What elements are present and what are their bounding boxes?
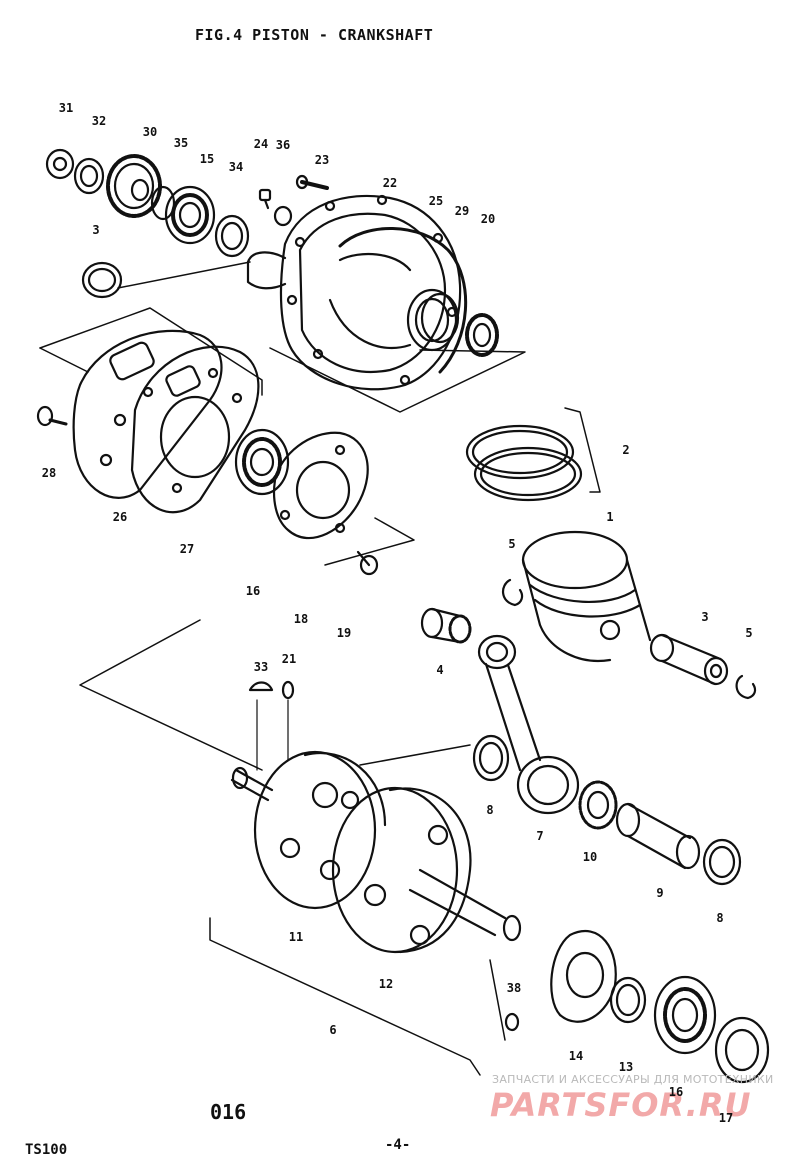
part-callout: 35: [173, 136, 189, 150]
part-callout: 28: [41, 466, 57, 480]
gasket-26: [72, 329, 223, 499]
washer-8-right: [702, 838, 742, 886]
gear-30: [106, 154, 162, 218]
part-callout: 16: [668, 1085, 684, 1099]
part-callout: 34: [228, 160, 244, 174]
bearing-15: [164, 185, 216, 245]
bearing-16-mid: [234, 428, 290, 496]
part-callout: 38: [506, 981, 522, 995]
crankcase-22: [246, 194, 462, 391]
bolt-24: [258, 188, 272, 210]
part-callout: 5: [508, 537, 516, 551]
part-callout: 24: [253, 137, 269, 151]
part-callout: 30: [142, 125, 158, 139]
part-callout: 23: [314, 153, 330, 167]
part-callout: 19: [336, 626, 352, 640]
part-callout: 3: [92, 223, 100, 237]
watermark-subtitle: ЗАПЧАСТИ И АКСЕССУАРЫ ДЛЯ МОТОТЕХНИКИ: [492, 1073, 774, 1086]
part-callout: 5: [745, 626, 753, 640]
part-callout: 12: [378, 977, 394, 991]
part-callout: 31: [58, 101, 74, 115]
part-callout: 14: [568, 1049, 584, 1063]
part-callout: 22: [382, 176, 398, 190]
part-callout: 7: [536, 829, 544, 843]
screw-19: [356, 550, 379, 576]
part-callout: 15: [199, 152, 215, 166]
part-callout: 16: [245, 584, 261, 598]
part-callout: 4: [436, 663, 444, 677]
gear-20: [465, 313, 499, 357]
figure-title: FIG.4 PISTON - CRANKSHAFT: [195, 26, 434, 44]
part-callout: 1: [606, 510, 614, 524]
part-callout: 11: [288, 930, 304, 944]
key-38: [504, 1012, 520, 1032]
part-callout: 26: [112, 510, 128, 524]
part-callout: 2: [622, 443, 630, 457]
part-callout: 10: [582, 850, 598, 864]
part-callout: 13: [618, 1060, 634, 1074]
clip-5-left: [502, 578, 524, 607]
diagram-code: 016: [210, 1100, 247, 1124]
washer-13: [609, 976, 647, 1024]
part-callout: 32: [91, 114, 107, 128]
o-ring-25: [338, 227, 468, 374]
part-callout: 20: [480, 212, 496, 226]
part-callout: 25: [428, 194, 444, 208]
piston-rings-2: [465, 407, 601, 502]
part-callout: 21: [281, 652, 297, 666]
crank-pin-9: [615, 802, 701, 870]
seal-29: [420, 292, 460, 344]
part-callout: 36: [275, 138, 291, 152]
seal-17: [714, 1016, 770, 1084]
nut-31: [45, 148, 75, 180]
washer-36: [273, 205, 293, 227]
bearing-16-lower: [653, 975, 717, 1055]
piston-1: [521, 530, 652, 663]
key-33: [248, 681, 274, 692]
page-number: -4-: [385, 1137, 411, 1153]
plate-27: [130, 345, 260, 514]
part-callout: 27: [179, 542, 195, 556]
part-callout: 8: [486, 803, 494, 817]
plate-14: [550, 929, 617, 1023]
crank-half-12: [331, 786, 522, 954]
washer-8-left: [472, 734, 510, 782]
connecting-rod-7: [477, 634, 580, 815]
screw-23: [295, 174, 329, 190]
needle-bearing-4: [420, 607, 472, 644]
washer-3-upper: [81, 261, 123, 299]
clip-5-right: [735, 674, 757, 700]
needle-bearing-10: [578, 780, 618, 830]
retainer-18: [272, 431, 369, 540]
part-callout: 29: [454, 204, 470, 218]
spacer-35: [150, 185, 176, 221]
plug-28: [36, 405, 68, 427]
part-callout: 18: [293, 612, 309, 626]
key-21: [281, 680, 295, 700]
part-callout: 33: [253, 660, 269, 674]
model-name: TS100: [25, 1142, 68, 1158]
crank-half-11: [230, 750, 387, 910]
washer-32: [73, 157, 105, 195]
part-callout: 6: [329, 1023, 337, 1037]
seal-34: [214, 214, 250, 258]
part-callout: 3: [701, 610, 709, 624]
piston-pin-3: [649, 633, 729, 686]
part-callout: 8: [716, 911, 724, 925]
part-callout: 17: [718, 1111, 734, 1125]
watermark-logo: PARTSFOR.RU: [490, 1086, 752, 1124]
part-callout: 9: [656, 886, 664, 900]
